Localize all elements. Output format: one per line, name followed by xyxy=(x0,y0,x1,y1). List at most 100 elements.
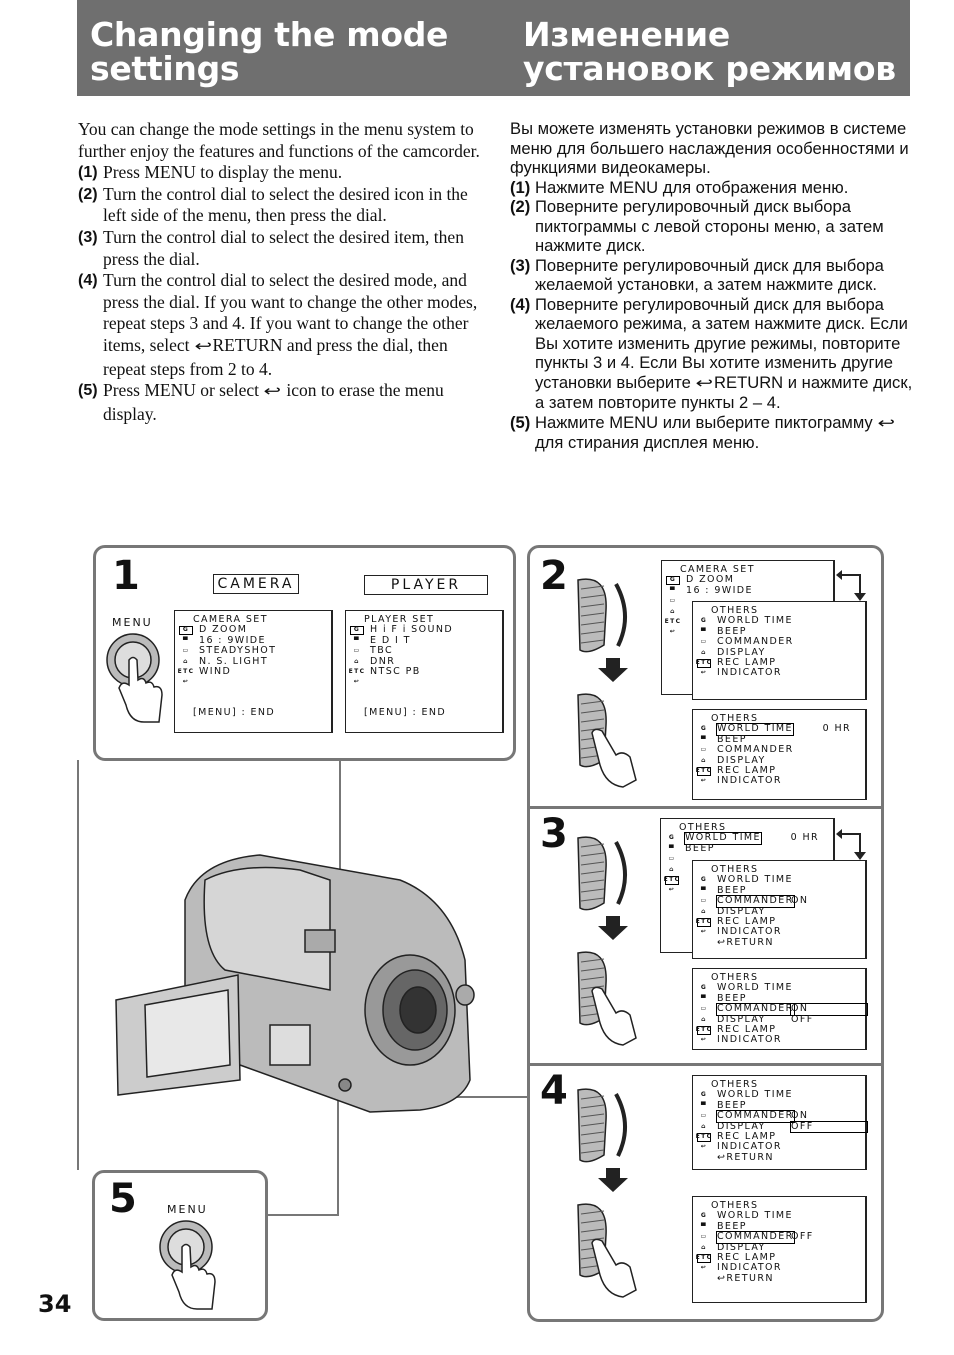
header-band xyxy=(77,0,910,96)
dial-ridge xyxy=(580,976,605,981)
menu-item[interactable]: ▭ xyxy=(665,854,833,864)
camera-set-icon: G xyxy=(700,876,708,884)
menu-item[interactable]: ↩ xyxy=(666,627,833,637)
menu-item[interactable]: ↩INDICATOR xyxy=(697,667,865,678)
menu-item[interactable]: ⌂DISPLAY xyxy=(697,906,865,917)
menu-button-press-icon[interactable] xyxy=(157,1219,227,1319)
dial-ridge xyxy=(580,603,605,608)
step-number-5: 5 xyxy=(109,1176,137,1222)
dial-ridge xyxy=(580,639,605,644)
camera-set-icon: G xyxy=(666,576,680,586)
menu-item[interactable]: ▀BEEP xyxy=(665,843,833,854)
menu-item[interactable]: ETC xyxy=(663,875,833,885)
menu-item[interactable]: ▀BEEP xyxy=(697,626,865,637)
menu-item[interactable]: ▭ xyxy=(666,596,833,606)
menu-item[interactable]: ↩ xyxy=(179,677,331,687)
menu-item[interactable]: ▭COMMANDER xyxy=(697,744,865,755)
menu-item[interactable]: ↩RETURN xyxy=(697,1273,865,1284)
lcd-set-icon: ▭ xyxy=(700,1112,708,1120)
menu-item-label: COMMANDER xyxy=(716,1231,795,1244)
dial-ridge xyxy=(580,718,605,723)
step-1-ru: (1)Нажмите MENU для отображения меню. xyxy=(510,178,915,198)
menu-item[interactable]: ▭COMMANDER xyxy=(697,636,865,647)
menu-item[interactable]: ⌂N. S. LIGHT xyxy=(179,656,331,667)
menu-item-label: BEEP xyxy=(717,733,747,745)
menu-item-value: 0 HR xyxy=(822,723,851,735)
menu-item[interactable]: ▀E D I T xyxy=(350,635,502,646)
etc-icon: ETC xyxy=(664,617,682,625)
menu-item[interactable]: ↩INDICATOR xyxy=(697,1141,865,1152)
menu-item[interactable]: ▀BEEP xyxy=(697,733,865,745)
menu-item-label: REC LAMP xyxy=(717,656,777,668)
menu-button-press-icon[interactable] xyxy=(104,630,174,730)
menu-item[interactable]: ↩ xyxy=(350,677,502,687)
menu-item[interactable]: ▀BEEP xyxy=(697,993,865,1004)
menu-item[interactable]: ⌂ xyxy=(665,865,833,875)
lcd-set-icon: ▭ xyxy=(668,855,676,863)
menu-item[interactable]: ↩INDICATOR xyxy=(697,1034,865,1045)
menu-item-label: BEEP xyxy=(717,1099,747,1111)
step-text: Поверните регулировочный диск выбора пик… xyxy=(535,197,884,255)
lcd-set-icon: ▭ xyxy=(700,897,708,905)
menu-item[interactable]: ETC xyxy=(664,617,833,627)
menu-item[interactable]: ↩RETURN xyxy=(697,1152,865,1163)
arrow-head xyxy=(854,852,866,860)
step-text: для стирания дисплея меню. xyxy=(535,433,760,452)
return-icon: ↩ xyxy=(700,1264,708,1272)
dial-ridge xyxy=(580,879,605,884)
menu-item[interactable]: ⌂DISPLAY xyxy=(697,1242,865,1253)
menu-item[interactable]: ⌂DNR xyxy=(350,656,502,667)
menu-item[interactable]: ⌂DISPLAY xyxy=(697,755,865,766)
menu-item[interactable]: ▀BEEP xyxy=(697,885,865,896)
menu-item[interactable]: ▭STEADYSHOT xyxy=(179,645,331,656)
menu-item[interactable]: ↩INDICATOR xyxy=(697,926,865,938)
menu-item[interactable]: ▀BEEP xyxy=(697,1221,865,1232)
down-arrow-icon xyxy=(598,1168,628,1192)
menu-item[interactable]: ⌂ xyxy=(666,607,833,617)
menu-item[interactable]: ↩RETURN xyxy=(697,937,865,948)
menu-item[interactable]: ⌂DISPLAY xyxy=(697,647,865,658)
step-text: Нажмите MENU для отображения меню. xyxy=(535,177,849,197)
menu-item-value: 0 HR xyxy=(790,832,819,844)
menu-item[interactable]: ▀16 : 9WIDE xyxy=(666,585,833,596)
menu-item[interactable]: ↩ xyxy=(665,885,833,895)
dial-ridge xyxy=(580,1237,605,1242)
menu-item[interactable]: ▭TBC xyxy=(350,645,502,656)
step-text: Turn the control dial to select the desi… xyxy=(103,226,464,269)
menu-item[interactable]: ↩INDICATOR xyxy=(697,1262,865,1273)
menu-item[interactable]: ▀16 : 9WIDE xyxy=(179,635,331,646)
menu-item-label: INDICATOR xyxy=(717,926,782,938)
menu-item[interactable]: ↩INDICATOR xyxy=(697,775,865,786)
step-number: (1) xyxy=(78,164,98,182)
etc-icon: ETC xyxy=(663,875,681,885)
menu-item[interactable]: ▀BEEP xyxy=(697,1099,865,1111)
step-3-en: (3)Turn the control dial to select the d… xyxy=(78,227,483,270)
